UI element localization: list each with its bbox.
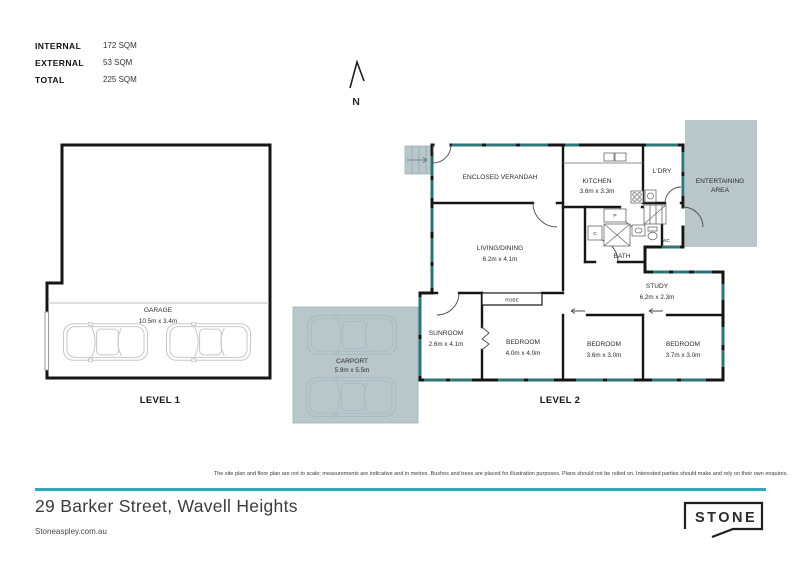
legend-value: 53 SQM [103, 58, 133, 67]
room-label-sunroom: SUNROOM [429, 330, 463, 337]
property-address: 29 Barker Street, Wavell Heights [35, 496, 298, 516]
room-label-living: LIVING/DINING [477, 245, 524, 252]
room-dims-bedroom1: 4.0m x 4.0m [506, 350, 541, 357]
room-label-ldry: L'DRY [653, 168, 672, 175]
area-legend: INTERNAL 172 SQM EXTERNAL 53 SQM TOTAL 2… [35, 37, 137, 88]
room-dims-bedroom2: 3.6m x 3.0m [587, 352, 622, 359]
legend-row-external: EXTERNAL 53 SQM [35, 54, 137, 71]
disclaimer-text: The site plan and floor plan are not to … [213, 471, 788, 477]
interior-walls [430, 143, 725, 382]
level2-plan: ENTERTAINING AREA CARPORT 5.9m x 5.5m [292, 120, 757, 424]
entertaining-area [685, 120, 757, 247]
room-label-garage: GARAGE [144, 307, 173, 314]
level1-plan: GARAGE 10.5m x 3.4m [44, 143, 272, 380]
legend-row-total: TOTAL 225 SQM [35, 71, 137, 88]
room-label-entertaining: AREA [711, 187, 730, 194]
level1-title: LEVEL 1 [139, 395, 181, 406]
bath-fixtures [587, 208, 658, 247]
room-label-carport: CARPORT [336, 358, 368, 365]
label-pantry: P [613, 213, 616, 219]
windows [418, 143, 725, 382]
room-dims-garage: 10.5m x 3.4m [139, 318, 177, 325]
stone-logo-bubble-icon [683, 501, 764, 539]
robe [481, 292, 543, 306]
stone-logo: STONE [683, 501, 764, 539]
stairs-arrow-icon [407, 157, 428, 163]
room-label-bath: BATH [613, 253, 630, 260]
accent-divider [35, 488, 766, 491]
label-cupboard: C [593, 231, 597, 237]
legend-label: EXTERNAL [35, 57, 85, 68]
room-dims-living: 6.2m x 4.1m [483, 256, 518, 263]
laundry-washer-icon [644, 189, 657, 203]
car-icon [62, 322, 149, 362]
legend-row-internal: INTERNAL 172 SQM [35, 37, 137, 54]
north-arrow-icon [349, 59, 365, 89]
room-dims-kitchen: 3.6m x 3.3m [580, 188, 615, 195]
agency-website: Stoneaspley.com.au [35, 527, 107, 536]
garage-door [44, 311, 49, 371]
room-dims-carport: 5.9m x 5.5m [335, 367, 370, 374]
legend-label: TOTAL [35, 74, 65, 85]
room-label-verandah: ENCLOSED VERANDAH [463, 174, 538, 181]
car-icon [165, 322, 252, 362]
legend-value: 225 SQM [103, 75, 137, 84]
north-compass: N [349, 59, 365, 108]
room-label-bedroom2: BEDROOM [587, 341, 621, 348]
room-dims-bedroom3: 3.7m x 3.0m [666, 352, 701, 359]
internal-stairs-icon [643, 204, 667, 225]
room-dims-sunroom: 2.6m x 4.1m [429, 341, 464, 348]
kitchen-fixtures [563, 152, 644, 204]
stone-logo-text: STONE [695, 510, 757, 526]
room-label-kitchen: KITCHEN [583, 178, 612, 185]
room-label-study: STUDY [646, 283, 669, 290]
garage-walls [44, 143, 272, 380]
legend-label: INTERNAL [35, 40, 82, 51]
level2-title: LEVEL 2 [539, 395, 581, 406]
room-label-bedroom3: BEDROOM [666, 341, 700, 348]
room-label-entertaining: ENTERTAINING [696, 178, 744, 185]
room-label-bedroom1: BEDROOM [506, 339, 540, 346]
car-icon [306, 314, 398, 356]
room-label-wc: WC [662, 238, 671, 244]
room-dims-study: 6.2m x 2.3m [640, 294, 675, 301]
room-label-robe: ROBE [505, 298, 519, 304]
north-label: N [352, 96, 360, 108]
legend-value: 172 SQM [103, 41, 137, 50]
car-icon [305, 376, 397, 418]
